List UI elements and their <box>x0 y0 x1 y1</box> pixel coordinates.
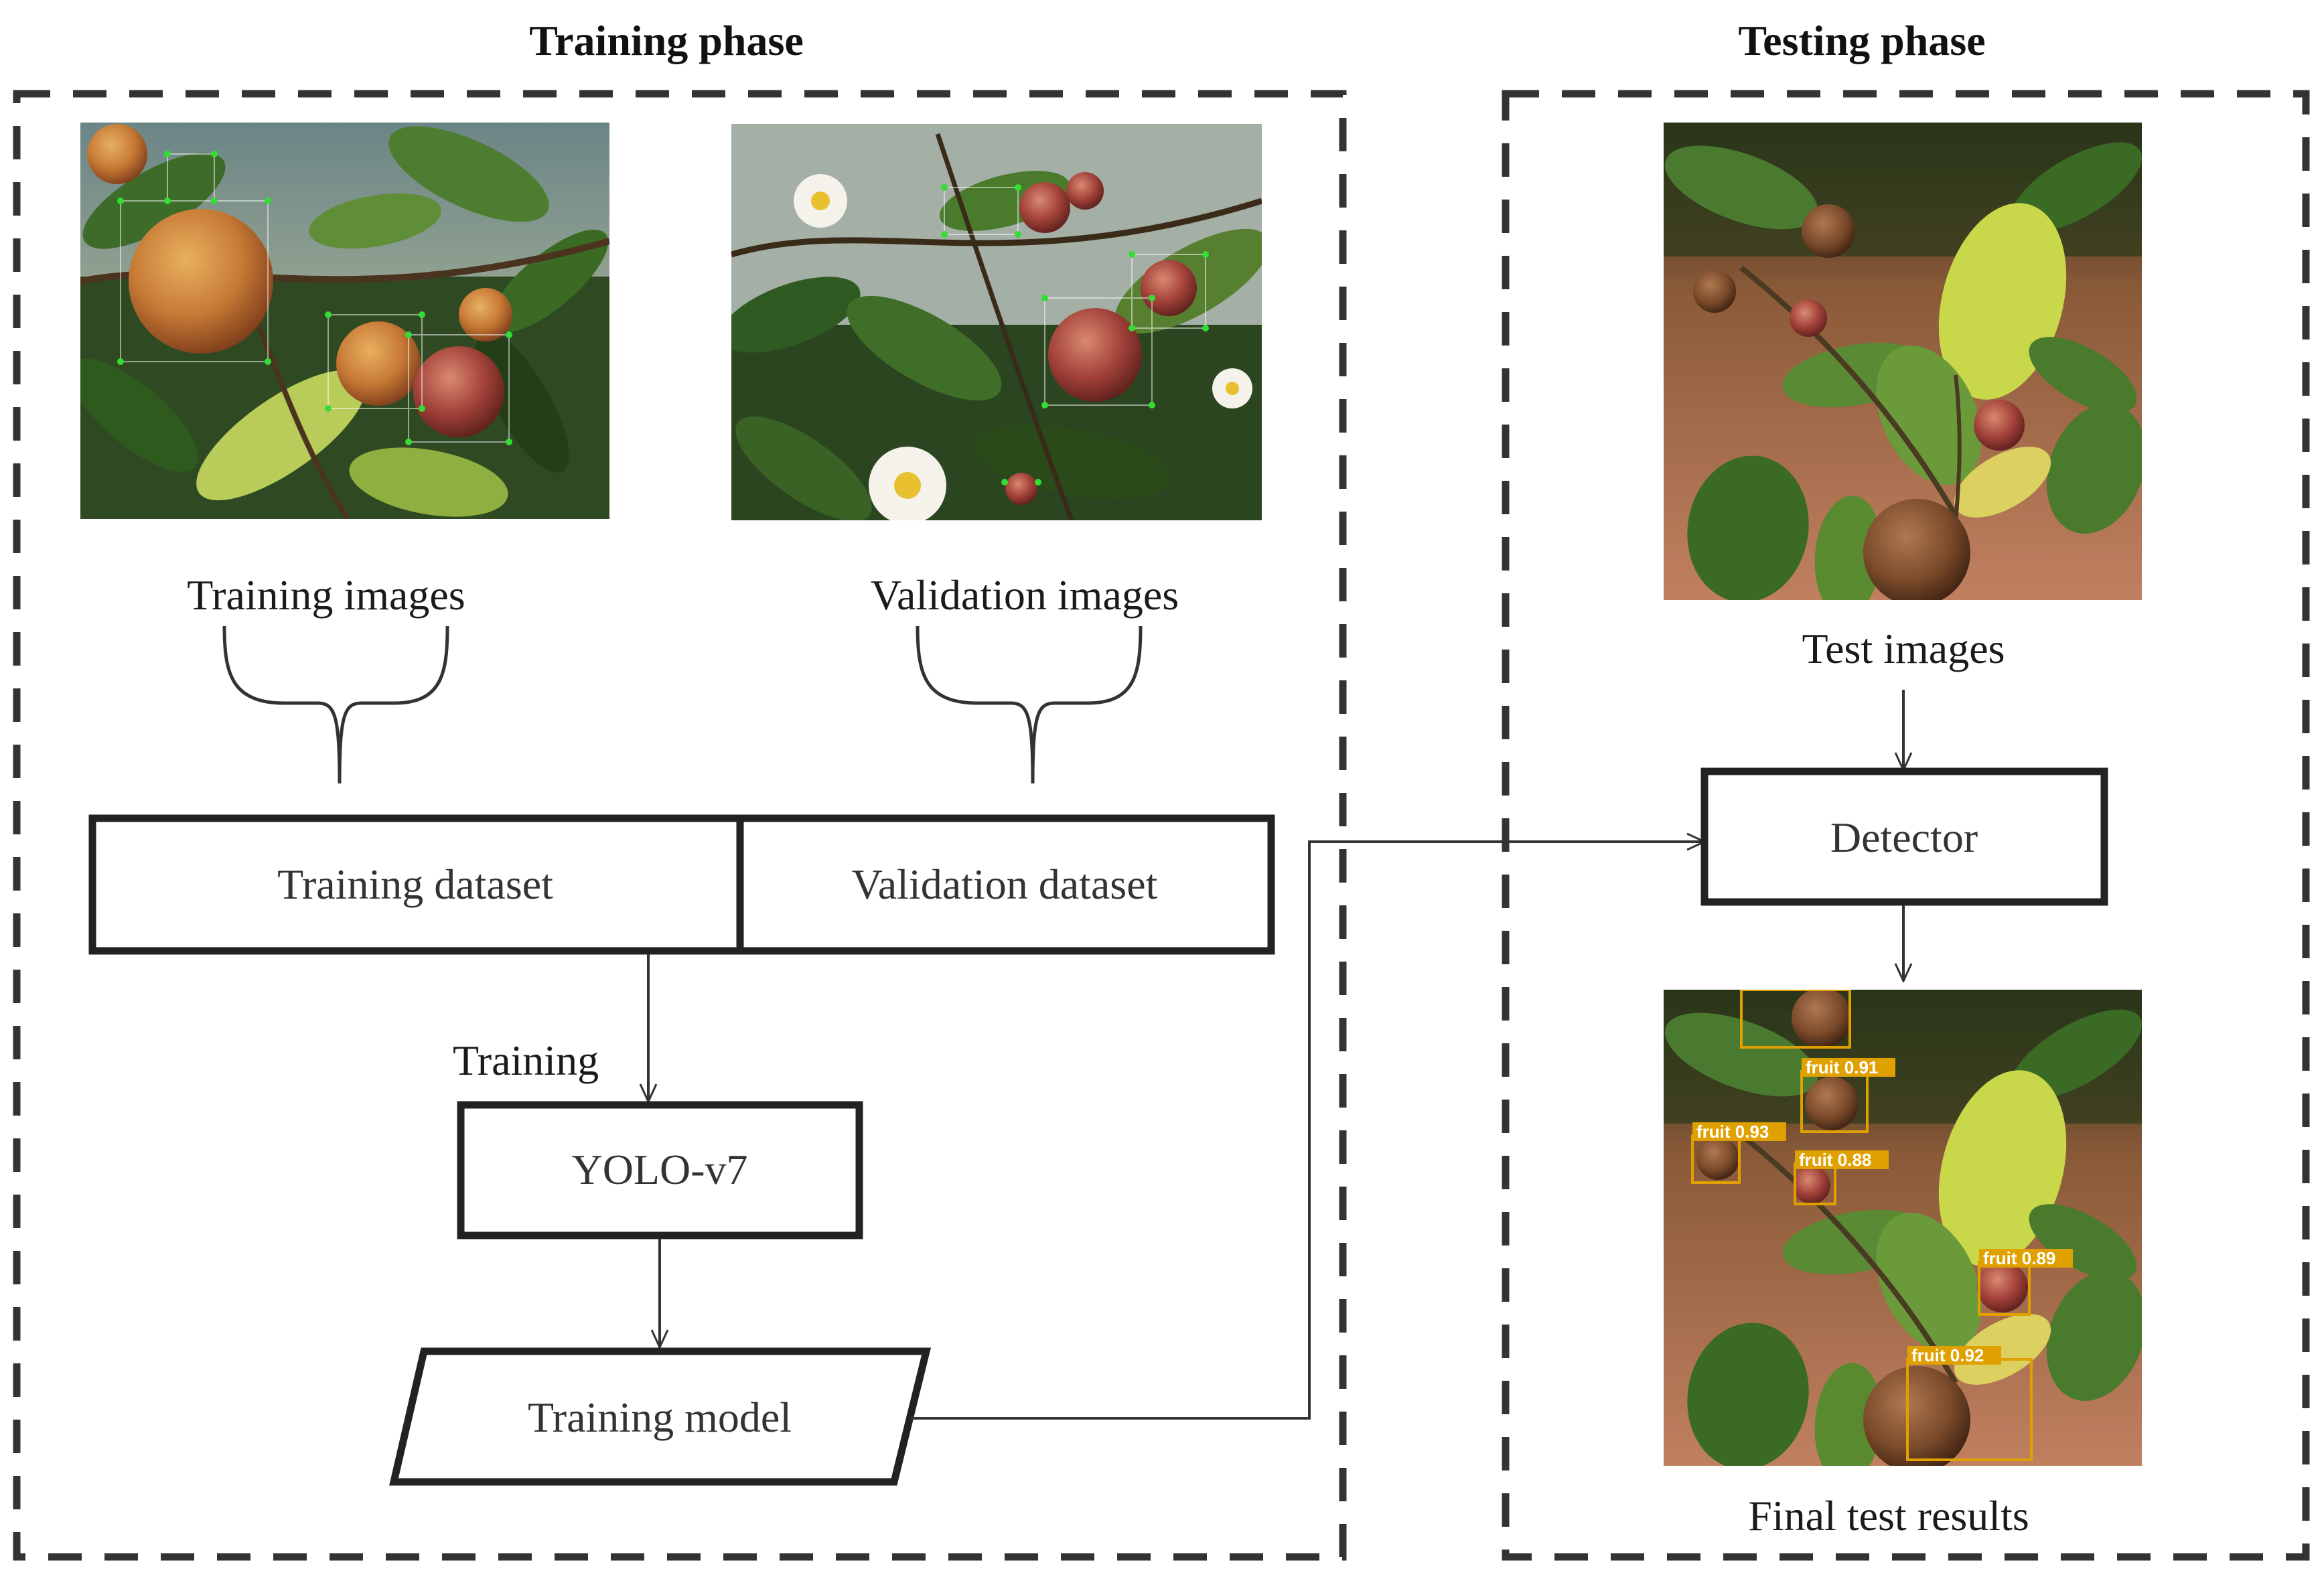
final-results-label: Final test results <box>1748 1492 2029 1539</box>
model-to-detector-connector <box>911 842 1704 1420</box>
detector-box <box>1700 767 2108 906</box>
detection-tag-1: fruit 0.91 <box>1802 1057 1895 1077</box>
training-phase-title: Training phase <box>529 17 804 64</box>
validation-brace <box>916 625 1143 784</box>
training-dataset-label: Training dataset <box>277 860 553 908</box>
final-results-image <box>1664 990 2142 1466</box>
training-model-shape <box>389 1347 932 1486</box>
training-brace <box>222 625 449 784</box>
validation-dataset-label: Validation dataset <box>852 860 1158 908</box>
validation-image <box>731 124 1262 520</box>
detection-label: fruit 0.93 <box>1696 1122 1769 1142</box>
yolo-v7-label: YOLO-v7 <box>571 1146 747 1193</box>
validation-images-label: Validation images <box>871 571 1179 619</box>
training-images-label: Training images <box>187 571 465 619</box>
test-images-label: Test images <box>1802 625 2005 672</box>
detection-label: fruit 0.91 <box>1806 1057 1878 1077</box>
detection-tag-2: fruit 0.93 <box>1692 1122 1786 1142</box>
training-model-label: Training model <box>528 1393 792 1441</box>
detection-label: fruit 0.88 <box>1799 1150 1871 1170</box>
detector-label: Detector <box>1830 814 1978 861</box>
validation-dataset-box <box>736 814 1275 955</box>
training-arrow-label: Training <box>453 1037 599 1084</box>
training-image <box>80 123 609 519</box>
detection-label: fruit 0.89 <box>1983 1248 2055 1268</box>
detection-tag-3: fruit 0.88 <box>1795 1150 1889 1170</box>
detection-label: fruit 0.92 <box>1911 1345 1984 1365</box>
testing-phase-container <box>1502 90 2310 1561</box>
training-phase-container <box>13 90 1347 1561</box>
testing-phase-title: Testing phase <box>1738 17 1985 64</box>
test-image <box>1664 123 2142 600</box>
detection-tag-5: fruit 0.92 <box>1907 1345 2001 1365</box>
yolo-v7-box <box>457 1101 863 1239</box>
detection-tag-4: fruit 0.89 <box>1979 1248 2073 1268</box>
